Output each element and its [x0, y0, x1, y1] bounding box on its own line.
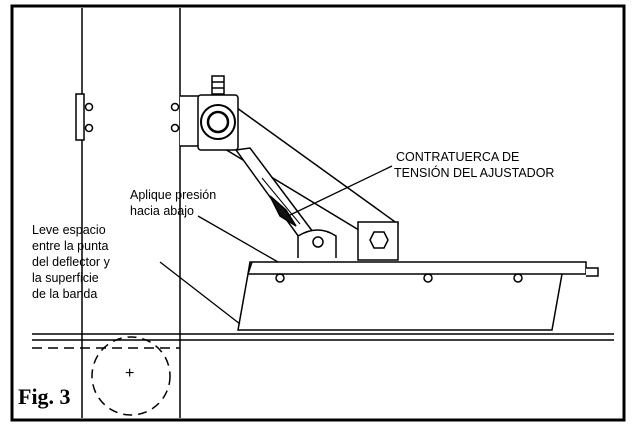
label-contratuerca-line-1: CONTRATUERCA DE	[396, 150, 520, 164]
blade-lug	[297, 229, 337, 258]
pivot-collar-outer	[200, 104, 236, 140]
blade-bolt-2	[423, 273, 433, 283]
label-leve-line-5: de la banda	[32, 287, 98, 301]
label-leve-line-2: entre la punta	[32, 239, 109, 253]
outer-frame	[10, 4, 626, 422]
figure-label: Fig. 3	[18, 384, 71, 409]
label-leve-line-3: del deflector y	[32, 255, 110, 269]
leve-pointer	[159, 261, 241, 325]
aplique-pointer	[197, 215, 279, 263]
blade-bolt-3	[513, 273, 523, 283]
blade-lip	[586, 267, 599, 277]
blade-bolt-1	[275, 273, 285, 283]
deflector-blade	[237, 261, 587, 331]
label-aplique-line-2: hacia abajo	[130, 204, 194, 218]
pivot-collar-inner	[206, 110, 230, 134]
hex-nut	[369, 231, 389, 249]
left-bolt-bottom	[84, 123, 94, 133]
label-contratuerca-line-2: TENSIÓN DEL AJUSTADOR	[394, 166, 555, 180]
blade-lug-pin	[312, 236, 324, 248]
mount-bracket	[180, 95, 201, 147]
label-leve-line-4: la superficie	[32, 271, 99, 285]
pulley-dashed-circle	[91, 336, 171, 416]
left-bolt-top	[84, 102, 94, 112]
blade-bevel-line	[247, 261, 253, 275]
label-leve-line-1: Leve espacio	[32, 223, 106, 237]
tension-nut	[269, 195, 297, 227]
pivot-set-screw	[211, 75, 225, 95]
label-aplique-line-1: Aplique presión	[130, 188, 217, 202]
left-bracket	[75, 93, 85, 141]
mount-bolt-bottom	[170, 123, 180, 133]
contratuerca-pointer	[287, 165, 393, 217]
mount-bolt-top	[170, 102, 180, 112]
pulley-center-mark: +	[125, 365, 135, 382]
